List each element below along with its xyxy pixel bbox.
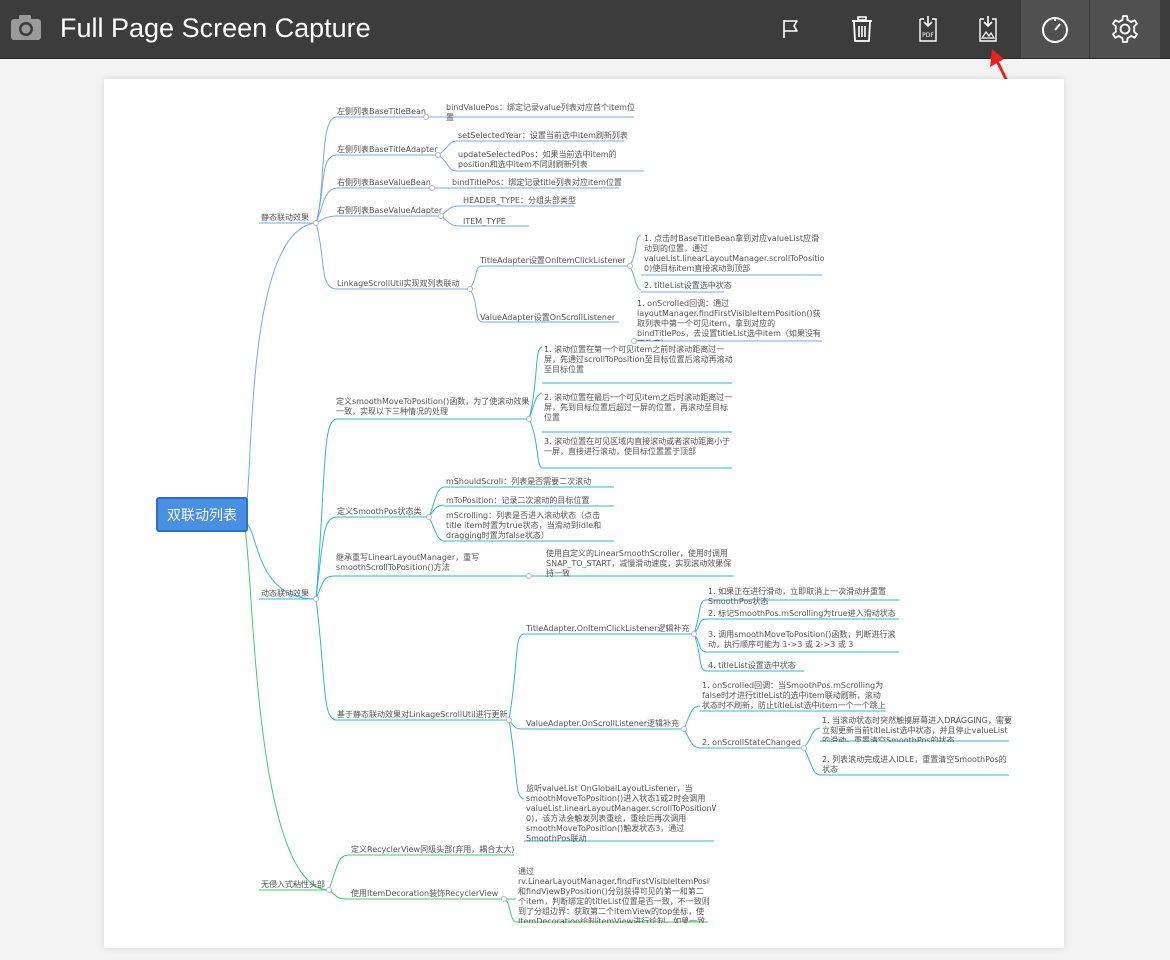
settings-button[interactable] [1090,0,1160,58]
delete-button[interactable] [834,0,890,58]
node-static-title-bean: 左侧列表BaseTitleBean [337,106,426,116]
node-bind-value-pos: bindValuePos：绑定记录value列表对应首个item位置 [446,103,635,122]
node-smooth-case-1: 1. 滚动位置在第一个可见item之前时滚动距离过一屏，先通过scrollToP… [544,345,733,374]
node-dynamic: 动态联动效果 [261,588,309,598]
node-smooth-pos: 定义SmoothPos状态类 [337,506,421,516]
image-download-icon [979,16,997,42]
node-header-type: HEADER_TYPE：分组头部类型 [463,195,576,205]
timer-icon [1042,17,1068,43]
node-ta-sup-4: 4. titleList设置选中状态 [708,660,796,670]
node-va-sup-2: 2. onScrollStateChanged [702,738,801,747]
download-image-button[interactable] [960,0,1016,58]
node-smooth-case-3: 3. 滚动位置在可见区域内直接滚动或者滚动距离小于一屏，直接进行滚动，使目标位置… [544,437,731,456]
node-m-scrolling: mScrolling：列表是否进入滚动状态（点击title item时置为tru… [446,511,602,540]
trash-icon [852,16,872,42]
node-ta-sup-1: 1. 如果正在进行滑动，立即取消上一次滑动并重置SmoothPos状态 [708,587,887,606]
node-item-type: ITEM_TYPE [463,217,506,226]
node-custom-layout-manager: 继承重写LinearLayoutManager，重写smoothScrollTo… [336,553,480,572]
node-item-decoration-detail: 通过rv.LinearLayoutManager.findFirstVisibl… [518,867,710,923]
gear-icon [1112,15,1138,43]
node-static-title-adapter: 左侧列表BaseTitleAdapter [337,144,438,154]
node-sticky-header: 无侵入式粘性头部 [261,879,325,889]
pdf-download-icon: PDF [919,16,937,42]
node-update-selected-pos: updateSelectedPos：如果当前选中item的position和选中… [458,150,617,169]
app-title: Full Page Screen Capture [60,13,371,43]
pdf-label: PDF [922,32,934,39]
node-global-layout: 监听valueList OnGlobalLayoutListener，当smoo… [526,784,716,842]
node-ta-sup-3: 3. 调用smoothMoveToPosition()函数，判断进行滚动，执行顺… [708,630,896,649]
node-recycler-header: 定义RecyclerView同级头部(弃用，耦合太大) [351,844,514,854]
camera-icon [10,13,42,41]
node-smooth-move: 定义smoothMoveToPosition()函数，为了使滚动效果一致，实现以… [336,397,530,416]
node-set-selected-year: setSelectedYear：设置当前选中item刷新列表 [458,130,628,140]
node-title-adapter-supplement: TitleAdapter.OnItemClickListener逻辑补充 [525,623,690,633]
node-va-sup-2-1: 1. 当滚动状态时突然触摸屏幕进入DRAGGING，需要立刻更新当前titleL… [822,716,1012,742]
node-static: 静态联动效果 [261,212,309,222]
node-static-value-bean: 右侧列表BaseValueBean [337,177,431,187]
node-title-adapter-click: TitleAdapter设置OnItemClickListener [479,255,626,265]
node-based-on-static: 基于静态联动效果对LinkageScrollUtil进行更新 [337,709,508,719]
mindmap-root-node[interactable]: 双联动列表 [156,497,248,532]
timer-button[interactable] [1021,0,1089,58]
node-value-scroll-1: 1. onScrolled回调：通过layoutManager.findFirs… [637,299,821,341]
node-m-should-scroll: mShouldScroll：列表是否需要二次滚动 [446,476,591,486]
node-bind-title-pos: bindTitlePos：绑定记录title列表对应item位置 [452,177,622,187]
node-smooth-case-2: 2. 滚动位置在最后一个可见item之后时滚动距离过一屏，先到目标位置后超过一屏… [544,393,733,422]
app-toolbar: Full Page Screen Capture PDF [0,0,1170,59]
node-linkage-util: LinkageScrollUtil实现双列表联动 [337,278,460,288]
captured-page: 静态联动效果 左侧列表BaseTitleBean bindValuePos：绑定… [104,79,1064,948]
node-custom-layout-detail: 使用自定义的LinearSmoothScroller，使用时调用SNAP_TO_… [546,549,732,577]
node-value-adapter-scroll: ValueAdapter设置OnScrollListener [480,312,616,322]
node-item-decoration: 使用ItemDecoration装饰RecyclerView [351,888,499,898]
flag-button[interactable] [763,0,819,58]
node-ta-sup-2: 2. 标记SmoothPos.mScrolling为true进入滑动状态 [708,608,896,618]
node-m-to-position: mToPosition：记录二次滚动的目标位置 [446,495,589,505]
node-va-sup-2-2: 2. 列表滚动完成进入IDLE，重置清空SmoothPos的状态 [822,755,1007,774]
mindmap: 静态联动效果 左侧列表BaseTitleBean bindValuePos：绑定… [244,103,1012,923]
node-static-value-adapter: 右侧列表BaseValueAdapter [337,205,443,215]
node-va-sup-1: 1. onScrolled回调：当SmoothPos.mScrolling为fa… [702,681,886,710]
download-pdf-button[interactable]: PDF [900,0,956,58]
flag-icon [783,20,798,38]
node-title-click-2: 2. titleList设置选中状态 [644,280,732,290]
node-title-click-1: 1. 点击时BaseTitleBean拿到对应valueList应滑动到的位置，… [644,234,824,273]
node-value-adapter-supplement: ValueAdapter.OnScrollListener逻辑补充 [526,718,679,728]
